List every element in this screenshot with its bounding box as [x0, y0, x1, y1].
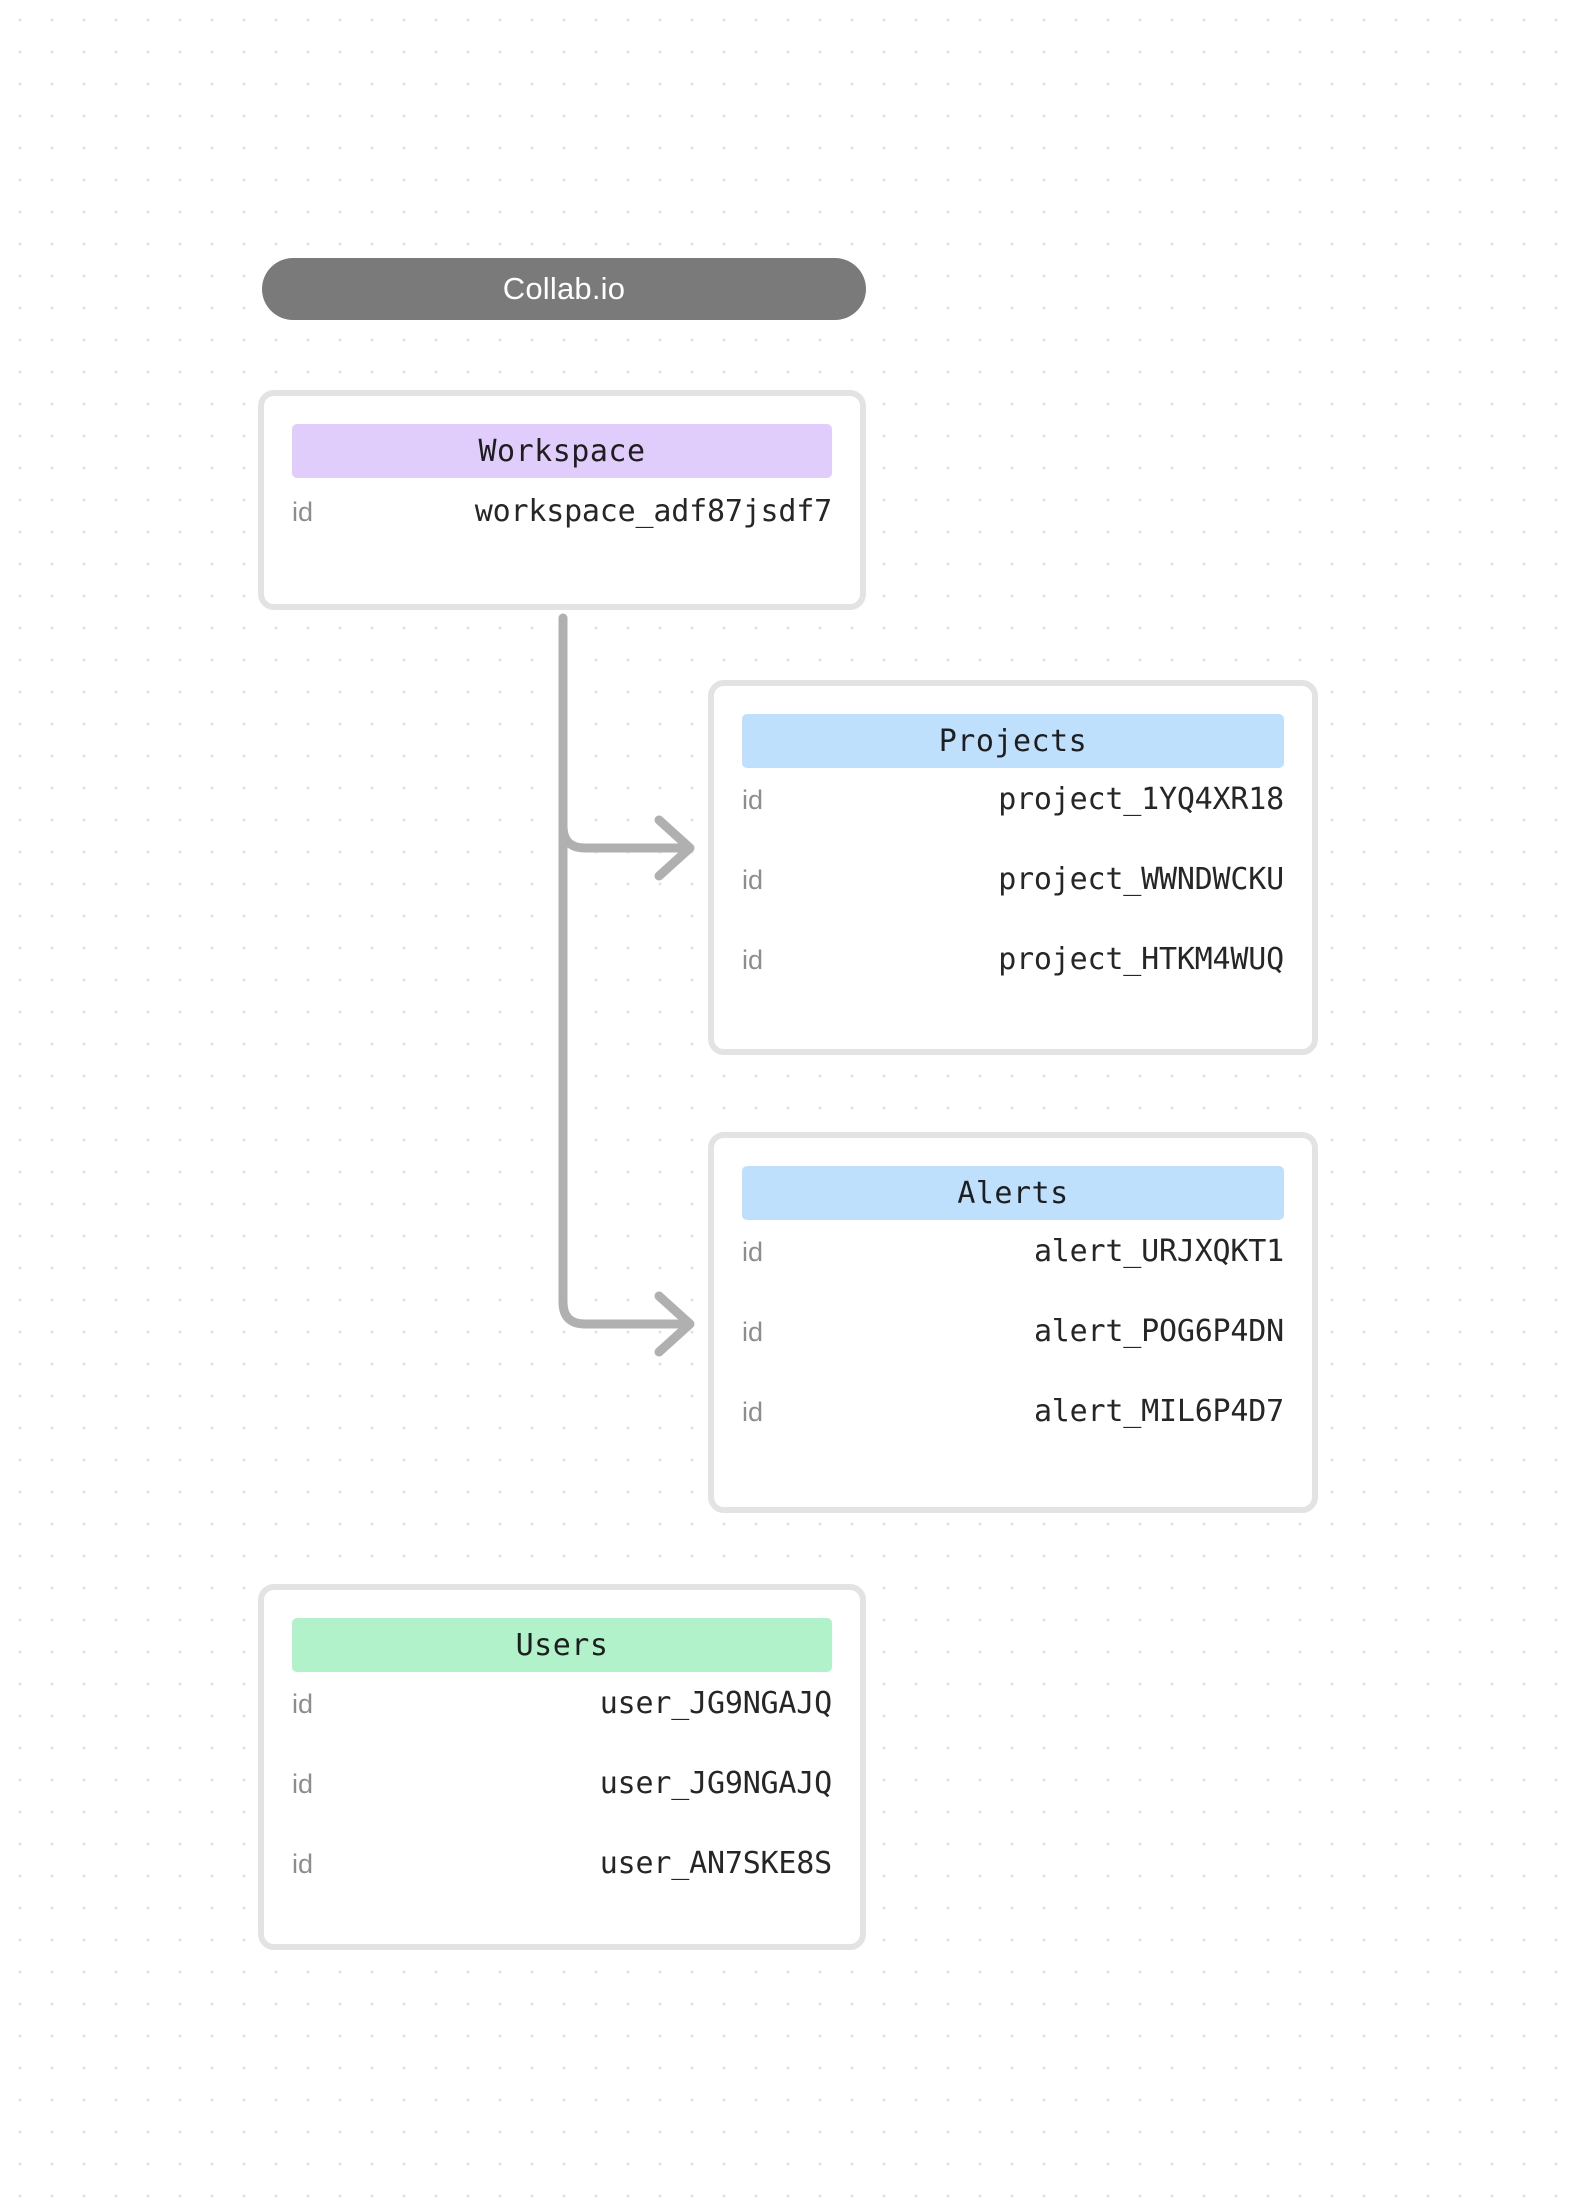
- entity-header-label: Users: [515, 1627, 609, 1663]
- connector-workspace-to-alerts: [558, 1273, 691, 1329]
- entity-header-workspace: Workspace: [292, 424, 832, 478]
- entity-card-workspace[interactable]: Workspace id workspace_adf87jsdf7: [258, 390, 866, 610]
- table-row[interactable]: id project_1YQ4XR18: [742, 782, 1284, 862]
- row-key: id: [742, 1237, 764, 1267]
- row-value: alert_POG6P4DN: [1033, 1314, 1284, 1349]
- connector-workspace-to-projects: [558, 795, 691, 853]
- entity-row-list: id workspace_adf87jsdf7: [292, 494, 832, 551]
- row-value: user_AN7SKE8S: [599, 1846, 832, 1881]
- table-row[interactable]: id project_WWNDWCKU: [742, 862, 1284, 942]
- row-value: project_HTKM4WUQ: [998, 942, 1284, 977]
- row-key: id: [742, 945, 764, 975]
- arrowhead-alerts-icon: [654, 1291, 695, 1357]
- row-value: user_JG9NGAJQ: [599, 1686, 832, 1721]
- row-value: alert_URJXQKT1: [1033, 1234, 1284, 1269]
- row-key: id: [292, 1769, 314, 1799]
- entity-row-list: id user_JG9NGAJQ id user_JG9NGAJQ id use…: [292, 1686, 832, 1926]
- row-value: alert_MIL6P4D7: [1033, 1394, 1284, 1429]
- table-row[interactable]: id alert_MIL6P4D7: [742, 1394, 1284, 1474]
- entity-card-projects[interactable]: Projects id project_1YQ4XR18 id project_…: [708, 680, 1318, 1055]
- entity-row-list: id alert_URJXQKT1 id alert_POG6P4DN id a…: [742, 1234, 1284, 1474]
- entity-card-users[interactable]: Users id user_JG9NGAJQ id user_JG9NGAJQ …: [258, 1584, 866, 1950]
- entity-header-users: Users: [292, 1618, 832, 1672]
- row-key: id: [742, 1397, 764, 1427]
- entity-header-projects: Projects: [742, 714, 1284, 768]
- row-key: id: [742, 785, 764, 815]
- table-row[interactable]: id user_JG9NGAJQ: [292, 1766, 832, 1846]
- table-row[interactable]: id workspace_adf87jsdf7: [292, 494, 832, 551]
- entity-card-alerts[interactable]: Alerts id alert_URJXQKT1 id alert_POG6P4…: [708, 1132, 1318, 1513]
- table-row[interactable]: id alert_POG6P4DN: [742, 1314, 1284, 1394]
- row-key: id: [292, 1849, 314, 1879]
- diagram-title-pill[interactable]: Collab.io: [262, 258, 866, 320]
- row-value: workspace_adf87jsdf7: [474, 494, 832, 529]
- entity-header-label: Projects: [938, 723, 1088, 759]
- entity-header-label: Alerts: [957, 1175, 1069, 1211]
- entity-row-list: id project_1YQ4XR18 id project_WWNDWCKU …: [742, 782, 1284, 1022]
- table-row[interactable]: id project_HTKM4WUQ: [742, 942, 1284, 1022]
- table-row[interactable]: id user_AN7SKE8S: [292, 1846, 832, 1926]
- row-value: project_1YQ4XR18: [998, 782, 1284, 817]
- entity-header-alerts: Alerts: [742, 1166, 1284, 1220]
- diagram-title-label: Collab.io: [502, 271, 626, 306]
- entity-header-label: Workspace: [478, 433, 646, 469]
- row-key: id: [292, 497, 314, 527]
- row-value: user_JG9NGAJQ: [599, 1766, 832, 1801]
- row-key: id: [742, 1317, 764, 1347]
- table-row[interactable]: id alert_URJXQKT1: [742, 1234, 1284, 1314]
- row-value: project_WWNDWCKU: [998, 862, 1284, 897]
- row-key: id: [742, 865, 764, 895]
- arrowhead-projects-icon: [654, 815, 695, 881]
- row-key: id: [292, 1689, 314, 1719]
- table-row[interactable]: id user_JG9NGAJQ: [292, 1686, 832, 1766]
